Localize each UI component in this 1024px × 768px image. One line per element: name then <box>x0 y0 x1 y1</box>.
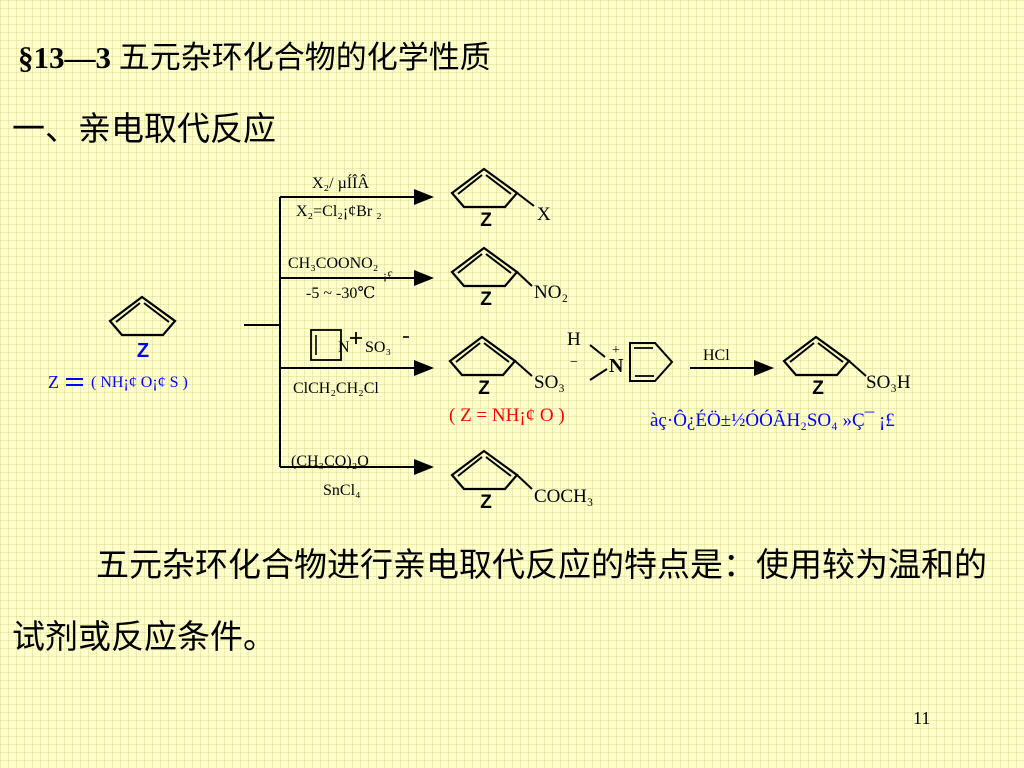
product-sulfonic-acid-ring: Z SO₃H <box>782 335 911 399</box>
ring-label: Z <box>137 340 149 362</box>
subheading: 一、亲电取代反应 <box>12 112 276 148</box>
acylation-cond2: SnCl₄ <box>323 482 361 499</box>
nitration-cond-mark: ¡£ <box>383 268 393 282</box>
reagent-n: N <box>338 339 350 356</box>
z-def-symbol: Z <box>48 372 59 392</box>
halogenation-cond1: X₂/ µÍÎÂ <box>312 173 369 192</box>
product-sulfonic-acid-substituent: SO₃H <box>866 372 911 393</box>
ring-label: Z <box>480 492 492 513</box>
summary-paragraph: 五元杂环化合物进行亲电取代反应的特点是：使用较为温和的试剂或反应条件。 <box>12 548 987 656</box>
reagent-so3: SO₃ <box>365 339 391 356</box>
pyridinium-h: H <box>567 329 581 350</box>
product-halogen-ring: Z X <box>450 167 551 231</box>
ring-label: Z <box>812 378 824 399</box>
starting-ring: Z <box>108 295 177 362</box>
sulfonation-solvent: ClCH₂CH₂Cl <box>293 380 379 397</box>
ring-label: Z <box>480 210 492 231</box>
sulfonate-charge: − <box>570 355 578 370</box>
section-title: 五元杂环化合物的化学性质 <box>118 40 491 75</box>
product-sulfonate-substituent: SO₃ <box>534 372 565 393</box>
product-halogen-substituent: X <box>537 204 551 225</box>
section-number: §13—3 <box>18 40 111 75</box>
product-sulfonate-ring: Z SO₃ − <box>448 335 578 399</box>
nitration-cond2: -5 ~ -30℃ <box>306 285 375 302</box>
page-title: §13—3 五元杂环化合物的化学性质 <box>18 32 491 77</box>
thiophene-sulfonation-note: àç·Ô¿ÉÖ±½ÓÓÃH₂SO₄ »Ç¯ ¡£ <box>650 409 895 431</box>
nitration-cond1: CH₃COONO₂ <box>288 255 378 272</box>
pyridine-so3-reagent: N SO₃ <box>310 329 409 361</box>
z-def-text: ( NH¡¢ O¡¢ S ) <box>91 374 188 391</box>
product-nitro-ring: Z NO₂ <box>450 246 568 310</box>
acylation-cond1: (CH₃CO)₂O <box>291 453 369 470</box>
ring-label: Z <box>478 378 490 399</box>
z-scope-note: ( Z = NH¡¢ O ) <box>449 405 565 426</box>
page-number: 11 <box>913 708 931 728</box>
pyridinium-counterion: H + N <box>567 329 674 382</box>
pyridinium-charge: + <box>612 343 620 358</box>
halogenation-cond2: X₂=Cl₂¡¢Br ₂ <box>296 203 382 220</box>
product-acetyl-ring: Z COCH₃ <box>450 449 593 513</box>
hcl-label: HCl <box>703 347 730 364</box>
product-nitro-substituent: NO₂ <box>534 282 568 303</box>
ring-label: Z <box>480 289 492 310</box>
pyridinium-n: N <box>609 355 624 377</box>
product-acetyl-substituent: COCH₃ <box>534 486 593 507</box>
